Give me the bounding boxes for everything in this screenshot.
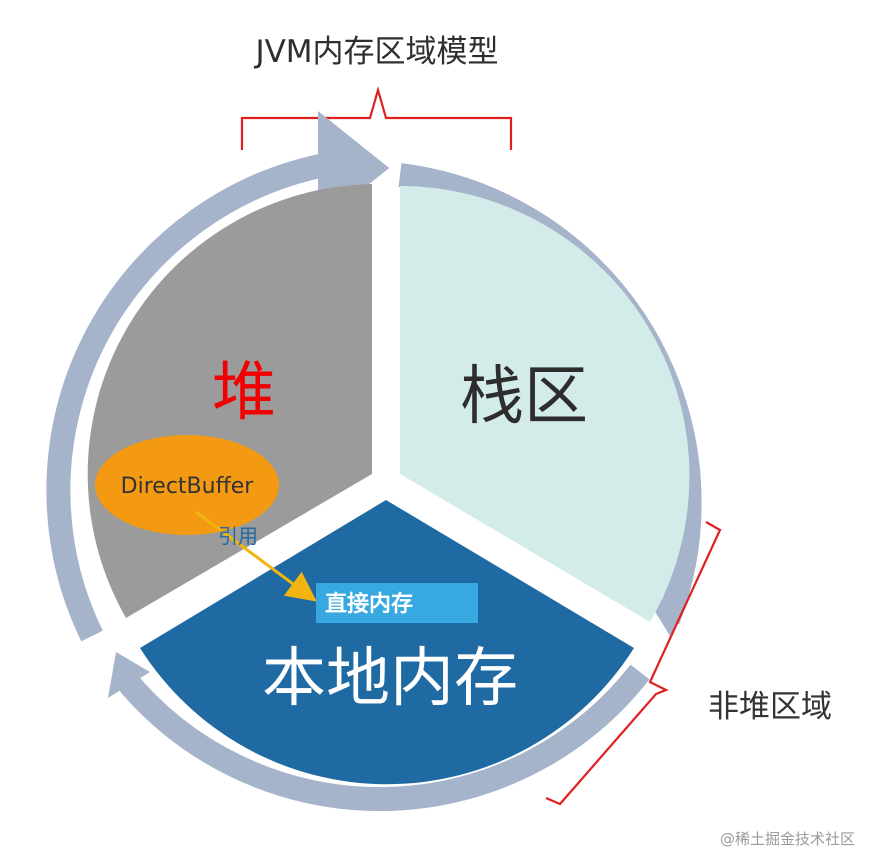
- direct-memory-label: 直接内存: [325, 591, 413, 617]
- top-bracket: [240, 85, 513, 150]
- direct-buffer-ellipse: [95, 435, 279, 535]
- ring-segment-heap: [46, 111, 390, 642]
- heap-label: 堆: [212, 356, 276, 430]
- ring-segment-native: [116, 664, 650, 812]
- sector-stack: [400, 186, 690, 622]
- direct-memory-box: [316, 583, 478, 623]
- ring-segment-heap-arrowhead: [338, 138, 372, 198]
- reference-label: 引用: [218, 524, 258, 548]
- diagram-title: JVM内存区域模型: [253, 34, 498, 70]
- reference-arrow: [195, 510, 317, 602]
- watermark: @稀土掘金技术社区: [720, 830, 855, 848]
- stack-label: 栈区: [460, 360, 588, 434]
- direct-buffer-label: DirectBuffer: [121, 474, 255, 499]
- native-memory-label: 本地内存: [262, 642, 518, 716]
- ring-segment-native-arrowhead: [108, 652, 150, 698]
- non-heap-bracket: [545, 521, 722, 806]
- non-heap-label: 非堆区域: [708, 689, 832, 725]
- sector-native: [140, 500, 634, 785]
